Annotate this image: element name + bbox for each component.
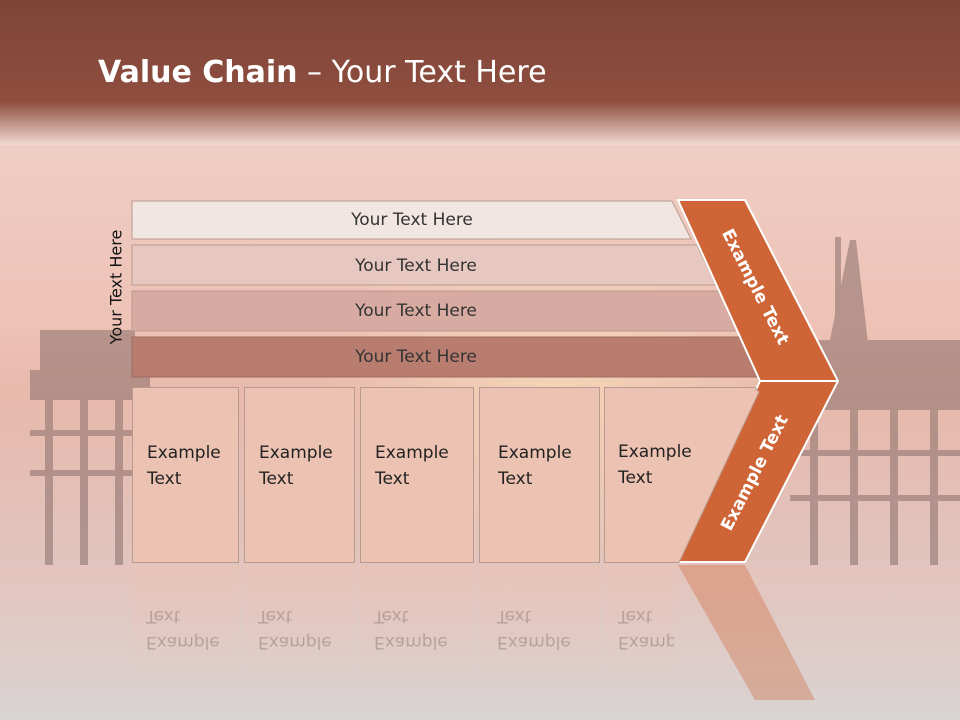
column-2-line1: Example xyxy=(259,443,333,463)
bar-1-shape xyxy=(131,200,692,240)
column-5-line2: Text xyxy=(618,468,653,488)
title-rest: – Your Text Here xyxy=(297,55,547,90)
column-2-line2: Text xyxy=(259,469,294,489)
column-1: Example Text xyxy=(132,387,239,563)
column-4-line1: Example xyxy=(498,443,572,463)
bar-1: Your Text Here xyxy=(132,200,692,240)
bar-2: Your Text Here xyxy=(132,246,700,286)
column-3-line2: Text xyxy=(375,469,410,489)
bar-4: Your Text Here xyxy=(132,337,700,377)
column-4: Example Text xyxy=(479,387,600,563)
column-1-line2: Text xyxy=(147,469,182,489)
bar-1-label: Your Text Here xyxy=(351,210,473,230)
column-4-line2: Text xyxy=(498,469,533,489)
column-5-line1: Example xyxy=(618,442,692,462)
column-2: Example Text xyxy=(244,387,355,563)
slide-title: Value Chain – Your Text Here xyxy=(98,55,547,90)
bar-2-label: Your Text Here xyxy=(355,256,477,276)
column-1-line1: Example xyxy=(147,443,221,463)
column-3: Example Text xyxy=(360,387,474,563)
column-5-shape xyxy=(604,387,760,563)
column-3-line1: Example xyxy=(375,443,449,463)
column-5: Example Text xyxy=(618,439,692,491)
bar-4-label: Your Text Here xyxy=(355,347,477,367)
bar-3-label: Your Text Here xyxy=(355,301,477,321)
chevron-reflection xyxy=(678,565,815,700)
bar-3: Your Text Here xyxy=(132,291,700,331)
title-bold: Value Chain xyxy=(98,55,298,90)
